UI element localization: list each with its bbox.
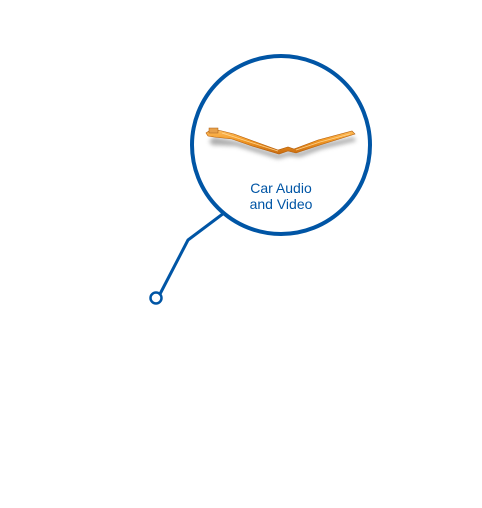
anchor-pin-icon[interactable] — [149, 291, 163, 305]
category-label-line1: Car Audio — [250, 180, 312, 196]
connector-line — [158, 211, 226, 296]
flex-ribbon-cable-icon — [205, 127, 356, 159]
category-circle[interactable] — [190, 54, 372, 236]
category-label[interactable]: Car Audio and Video — [221, 180, 341, 212]
category-label-line2: and Video — [249, 196, 313, 212]
